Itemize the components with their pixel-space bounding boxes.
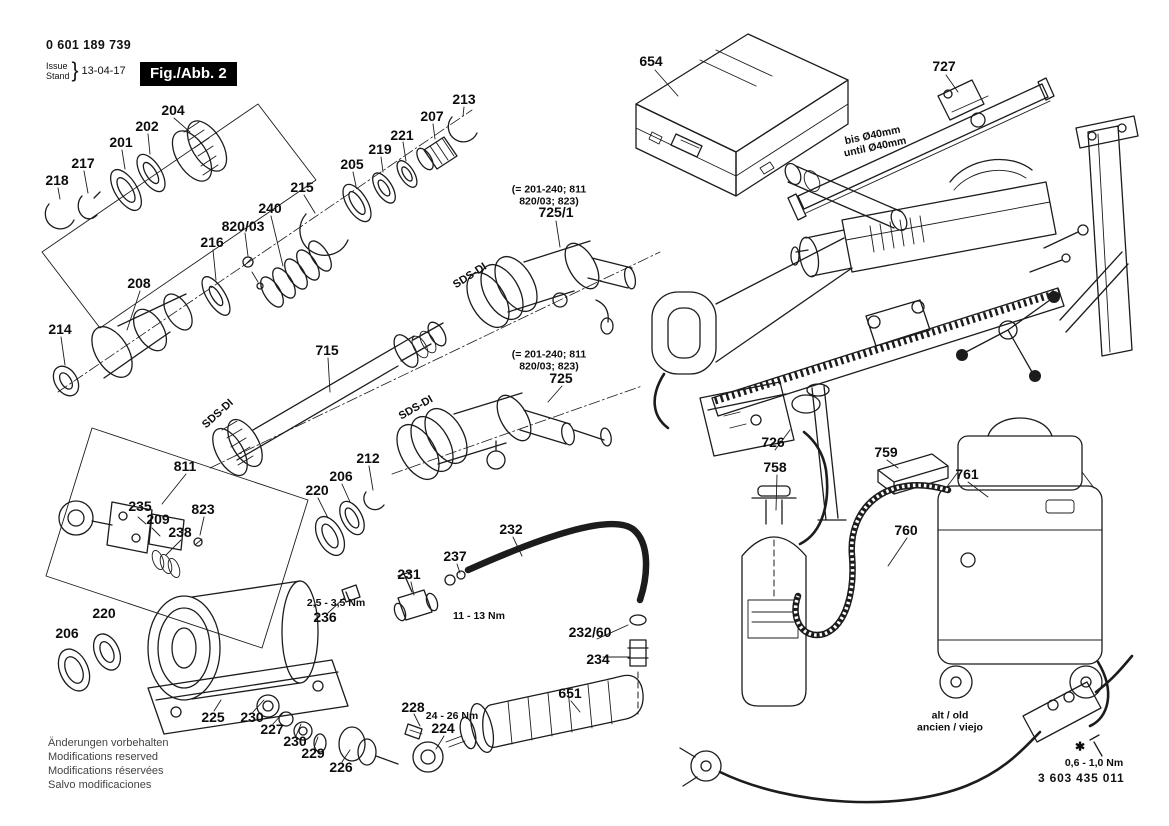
issue-brace: } bbox=[71, 59, 79, 82]
part-label: 219 bbox=[368, 141, 392, 158]
drive-shaft-715 bbox=[212, 321, 447, 477]
carrying-case-654 bbox=[635, 33, 849, 197]
part-label: 220 bbox=[92, 605, 116, 622]
vacuum-cleaner-760-761 bbox=[792, 417, 1110, 728]
part-label: (= 201-240; 811 820/03; 823) bbox=[511, 183, 587, 207]
part-label: 217 bbox=[71, 155, 95, 172]
part-label: 212 bbox=[356, 450, 380, 467]
part-label: 218 bbox=[45, 172, 69, 189]
part-label: 220 bbox=[305, 482, 329, 499]
part-label: 0,6 - 1,0 Nm bbox=[1064, 757, 1124, 770]
part-label: 213 bbox=[452, 91, 476, 108]
part-label: 230 bbox=[283, 733, 307, 750]
part-label: 715 bbox=[315, 342, 339, 359]
part-label: SDS-DI bbox=[200, 396, 236, 431]
issue-words: Issue Stand bbox=[46, 61, 70, 82]
issue-word-de: Stand bbox=[46, 71, 70, 81]
water-swivel-chuck-725 bbox=[396, 392, 612, 480]
part-label: 758 bbox=[763, 459, 787, 476]
part-label: 11 - 13 Nm bbox=[453, 610, 505, 623]
seal-rings-bottom-left bbox=[57, 633, 122, 692]
part-label: 726 bbox=[761, 434, 785, 451]
part-label: 759 bbox=[874, 444, 898, 461]
issue-block: Issue Stand } 13-04-17 bbox=[46, 59, 131, 83]
drive-unit-225 bbox=[147, 580, 444, 773]
part-label: 216 bbox=[200, 234, 224, 251]
part-label: 236 bbox=[313, 609, 337, 626]
part-label: 204 bbox=[161, 102, 185, 119]
guide-rail-727 bbox=[784, 77, 1055, 232]
water-hose-and-valve bbox=[393, 520, 650, 715]
catalog-number: 3 603 435 011 bbox=[1038, 771, 1125, 785]
part-label: 201 bbox=[109, 134, 133, 151]
part-label: 811 bbox=[173, 458, 197, 475]
part-label: 232 bbox=[499, 521, 523, 538]
part-label: 760 bbox=[894, 522, 918, 539]
part-label: 205 bbox=[340, 156, 364, 173]
issue-date: 13-04-17 bbox=[81, 65, 126, 77]
part-label: 238 bbox=[168, 524, 192, 541]
part-label: 237 bbox=[443, 548, 467, 565]
part-label: 2,5 - 3,5 Nm bbox=[306, 597, 366, 610]
part-label: 823 bbox=[191, 501, 215, 518]
part-label: 215 bbox=[290, 179, 314, 196]
part-label: 235 bbox=[128, 498, 152, 515]
part-label: 207 bbox=[420, 108, 444, 125]
part-label: 229 bbox=[301, 745, 325, 762]
part-label: (= 201-240; 811 820/03; 823) bbox=[511, 348, 587, 372]
leader-lines bbox=[57, 69, 989, 763]
part-label: 820/03 bbox=[221, 218, 265, 235]
collector-assembly-811 bbox=[58, 500, 203, 579]
core-drill-machine-and-stand bbox=[651, 115, 1139, 521]
part-label: 209 bbox=[146, 511, 170, 528]
water-swivel-chuck-725-1 bbox=[466, 240, 637, 335]
water-pressure-tank-758 bbox=[741, 430, 829, 707]
power-cord-prcd bbox=[679, 654, 1134, 804]
part-label: 651 bbox=[558, 685, 582, 702]
part-label: 208 bbox=[127, 275, 151, 292]
figure-number-box: Fig./Abb. 2 bbox=[140, 62, 237, 86]
part-label: 225 bbox=[201, 709, 225, 726]
part-label: 226 bbox=[329, 759, 353, 776]
part-label: 231 bbox=[397, 566, 421, 583]
part-label: SDS-DI bbox=[451, 260, 489, 292]
exploded-spindle-parts bbox=[44, 116, 478, 397]
part-label: 230 bbox=[240, 709, 264, 726]
document-part-number: 0 601 189 739 bbox=[46, 38, 132, 52]
title-block: 0 601 189 739 Issue Stand } 13-04-17 bbox=[46, 38, 131, 83]
part-label: 206 bbox=[55, 625, 79, 642]
part-label: 228 bbox=[401, 699, 425, 716]
part-label: bis Ø40mm until Ø40mm bbox=[842, 123, 908, 160]
seal-rings-mid bbox=[314, 491, 385, 603]
part-label: 24 - 26 Nm bbox=[425, 710, 479, 723]
part-label: SDS-DI bbox=[396, 393, 436, 423]
part-label: 227 bbox=[260, 721, 284, 738]
part-label: 761 bbox=[955, 466, 979, 483]
modification-notes: Änderungen vorbehalten Modifications res… bbox=[48, 737, 169, 792]
part-label: 221 bbox=[390, 127, 414, 144]
part-label: 206 bbox=[329, 468, 353, 485]
part-label: 224 bbox=[431, 720, 455, 737]
part-label: 240 bbox=[258, 200, 282, 217]
part-label: 234 bbox=[586, 651, 610, 668]
part-label: 202 bbox=[135, 118, 159, 135]
part-label: 725/1 bbox=[538, 204, 574, 221]
part-label: 232/60 bbox=[568, 624, 612, 641]
part-label: 725 bbox=[549, 370, 573, 387]
part-label: 727 bbox=[932, 58, 956, 75]
side-handle-651 bbox=[445, 674, 644, 754]
issue-word-en: Issue bbox=[46, 60, 68, 71]
part-label: alt / old ancien / viejo bbox=[917, 709, 983, 733]
part-label: ✱ bbox=[1074, 739, 1086, 754]
part-label: 214 bbox=[48, 321, 72, 338]
part-label: 654 bbox=[639, 53, 663, 70]
